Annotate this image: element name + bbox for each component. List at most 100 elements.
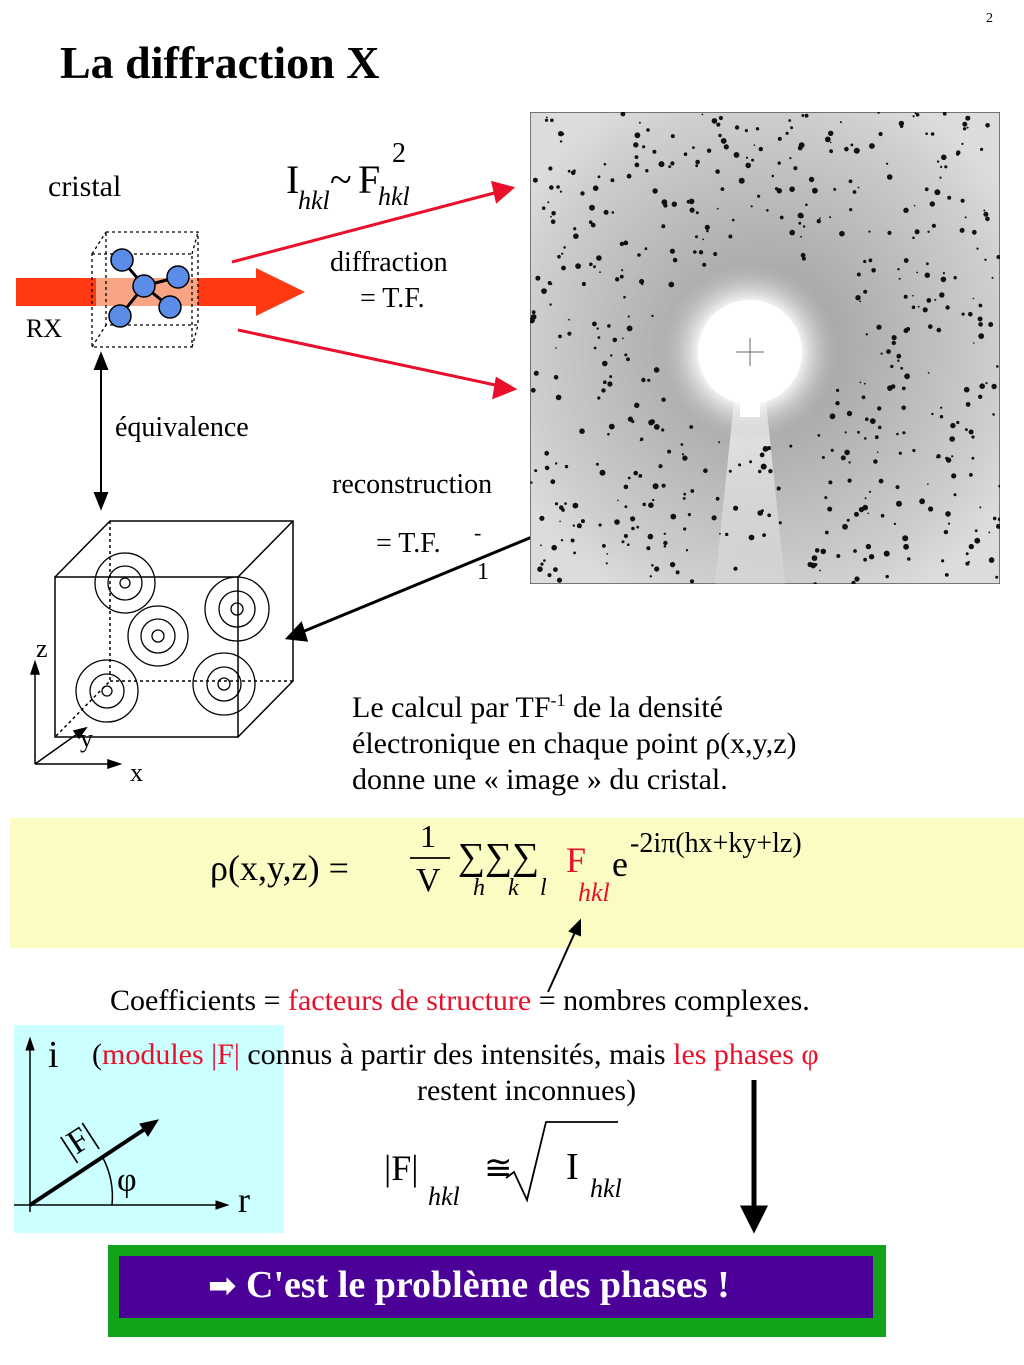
diffraction-spot <box>597 175 601 179</box>
diffraction-spot <box>953 276 957 280</box>
diffraction-spot <box>658 161 665 168</box>
diffraction-spot <box>745 156 749 159</box>
diffraction-spot <box>541 288 547 294</box>
diffraction-spot <box>626 173 632 179</box>
diffraction-spot <box>771 174 775 178</box>
square-root-symbol <box>505 1121 618 1203</box>
diffraction-spot <box>750 205 753 208</box>
diffraction-spot <box>720 187 725 191</box>
diffraction-spot <box>980 147 984 151</box>
diffraction-spot <box>965 402 971 407</box>
diffraction-spot <box>830 448 834 452</box>
diffraction-spot <box>983 209 986 212</box>
diffraction-spot <box>907 557 911 561</box>
diffraction-spot <box>973 342 975 344</box>
diffraction-spot <box>626 325 633 332</box>
diffraction-spot <box>960 198 965 203</box>
approx-equal-symbol: ≅ <box>484 1150 513 1187</box>
formula-sums: ∑∑∑ <box>458 836 540 878</box>
diffraction-spot <box>631 419 635 424</box>
diffraction-spot <box>940 165 943 168</box>
diffraction-spot <box>553 567 558 572</box>
diffraction-spot <box>621 540 625 544</box>
diffraction-spot <box>830 141 832 144</box>
diffraction-spot <box>992 516 997 521</box>
diffraction-spot <box>810 562 817 569</box>
diffraction-spot <box>706 148 712 153</box>
diffraction-spot <box>942 272 945 275</box>
crystal-cube <box>91 231 199 348</box>
diffraction-spot <box>733 566 738 571</box>
diffraction-spot <box>863 259 867 264</box>
diffraction-spot <box>846 410 853 417</box>
diffraction-spot <box>885 574 889 579</box>
diffraction-spot <box>886 174 893 180</box>
diffraction-spot <box>576 523 582 529</box>
diffraction-spot <box>626 357 630 362</box>
diffraction-spot <box>634 155 639 159</box>
diffraction-spot <box>853 147 860 154</box>
diffraction-spot <box>610 354 613 357</box>
diffraction-spot <box>719 532 721 535</box>
diffraction-spot <box>633 142 639 148</box>
coordinate-axes <box>29 659 123 770</box>
formula-exponential-base: e <box>612 844 628 884</box>
diffraction-spot <box>596 255 602 261</box>
diffraction-spot <box>540 562 544 566</box>
beam-center-crosshair-icon <box>736 338 764 366</box>
diffraction-spot <box>649 575 652 578</box>
diffraction-spot <box>621 269 624 272</box>
diffraction-spot <box>777 136 782 141</box>
diffraction-spot <box>944 165 948 169</box>
diffraction-spot <box>652 498 655 502</box>
diffraction-spot <box>861 395 866 400</box>
diffraction-spot <box>886 349 891 354</box>
diffraction-spot <box>597 396 601 400</box>
diffraction-spot <box>570 538 575 543</box>
right-arrow-icon: ➡ <box>208 1266 237 1306</box>
diffraction-spot <box>978 322 983 327</box>
diffraction-spot <box>945 511 951 517</box>
diffraction-spot <box>903 258 909 263</box>
diffraction-spot <box>681 453 684 456</box>
diffraction-spot <box>646 128 650 132</box>
diffraction-spot <box>912 294 914 297</box>
diffraction-spot <box>767 513 772 518</box>
square-exponent: 2 <box>392 138 406 169</box>
diffraction-spot <box>901 405 906 411</box>
diffraction-spot <box>816 219 821 224</box>
diffraction-spot <box>631 526 635 531</box>
diffraction-spot <box>928 324 933 329</box>
diffraction-spot <box>549 303 552 306</box>
diffraction-spot <box>800 235 802 238</box>
diffraction-spot <box>733 152 740 158</box>
diffraction-spot <box>744 129 748 133</box>
diffraction-spot <box>661 224 666 229</box>
diffraction-spot <box>869 143 875 149</box>
diffraction-spot <box>802 225 806 228</box>
diffraction-spot <box>695 164 699 168</box>
diffraction-spot <box>555 462 558 465</box>
diffraction-spot <box>701 113 704 116</box>
diffraction-spot <box>762 533 766 537</box>
diffraction-spot <box>887 230 892 235</box>
diffraction-spot <box>922 307 928 313</box>
diffraction-spot <box>972 297 975 300</box>
diffraction-spot <box>602 544 606 548</box>
diffraction-spot <box>670 161 675 166</box>
diffraction-spot <box>580 519 585 524</box>
diffraction-spot <box>556 185 560 189</box>
diffraction-spot <box>715 169 720 174</box>
diffraction-spot <box>723 144 729 150</box>
diffraction-spot <box>589 204 595 211</box>
diffraction-spot <box>642 145 646 149</box>
diffraction-spot <box>903 294 908 299</box>
page-number: 2 <box>986 11 993 26</box>
diffraction-spot <box>667 449 672 454</box>
diffraction-spot <box>817 434 821 437</box>
diffraction-spot <box>985 123 990 128</box>
diffraction-spot <box>848 179 853 184</box>
diffraction-spot <box>601 388 606 393</box>
diffraction-spot <box>895 485 900 490</box>
diffraction-spot <box>563 246 566 249</box>
